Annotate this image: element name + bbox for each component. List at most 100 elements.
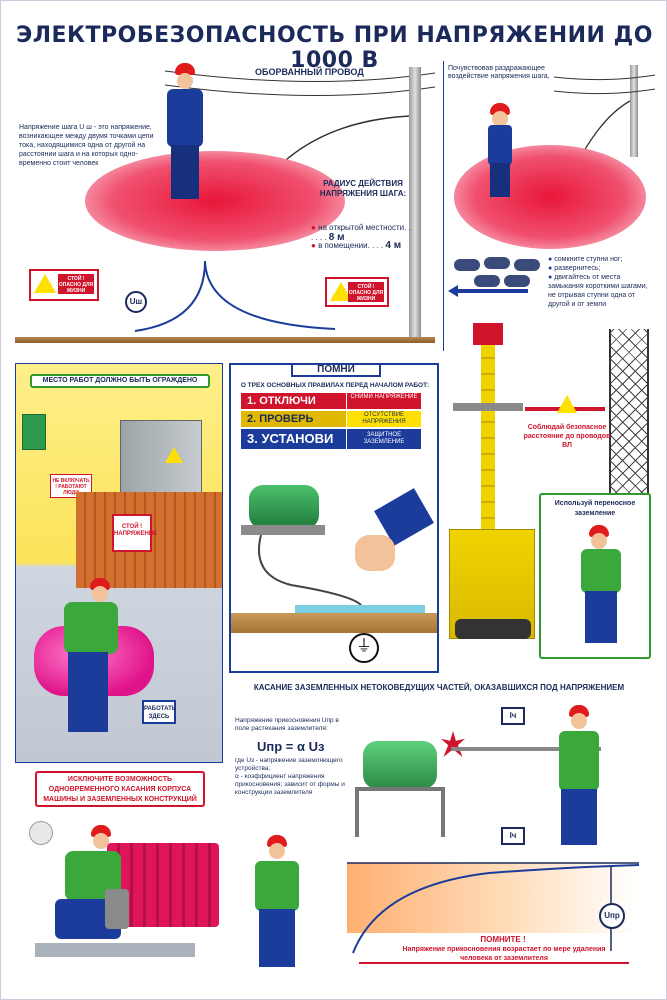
worker-body [167, 89, 203, 147]
u-step-label: Uш [125, 291, 147, 313]
fence-worker-legs [68, 652, 108, 732]
ground-worker-body [581, 549, 621, 593]
where-word: где [235, 757, 245, 764]
step-feel-tips: ● сомкните ступни ног; ● развернитесь; ●… [548, 255, 652, 309]
warning-triangle-icon [330, 282, 352, 301]
poster-title: ЭЛЕКТРОБЕЗОПАСНОСТЬ ПРИ НАПРЯЖЕНИИ ДО 10… [16, 23, 653, 73]
step-voltage-zone [85, 151, 345, 251]
drill-worker-head [93, 833, 109, 849]
fence-worker-body [64, 602, 118, 654]
alpha-definition: α - коэффициент напряжения прикосновения… [235, 773, 345, 796]
crane-arm [453, 403, 523, 411]
point-worker-body [255, 861, 299, 911]
rule-3-desc: ЗАЩИТНОЕ ЗАЗЕМЛЕНИЕ [347, 429, 421, 449]
fence-label: МЕСТО РАБОТ ДОЛЖНО БЫТЬ ОГРАЖДЕНО [30, 374, 210, 388]
footprint [514, 259, 540, 271]
power-pole [409, 67, 421, 343]
rule-2-desc: ОТСУТСТВИЕ НАПРЯЖЕНИЯ [347, 411, 421, 427]
small-worker-body [488, 125, 512, 165]
step-feel-zone [454, 145, 646, 249]
drill [105, 889, 129, 929]
right-pole [630, 65, 638, 157]
rule-2-label: 2. ПРОВЕРЬ [241, 411, 346, 427]
radius-indoor-value: 4 м [385, 240, 402, 251]
outlet-icon [29, 821, 53, 845]
ich-label-1: Iч [501, 707, 525, 725]
soil [231, 613, 437, 633]
broken-wire-header: ОБОРВАННЫЙ ПРОВОД [255, 67, 364, 77]
left-arrow-icon [448, 285, 458, 297]
high-voltage-icon [165, 447, 183, 463]
radius-open: ● на открытой местности. . . . . . 8 м [311, 223, 411, 243]
ground-worker-head [591, 533, 607, 549]
switch-box [22, 414, 46, 450]
danger-sign-text: СТОЙ ! ОПАСНО ДЛЯ ЖИЗНИ [58, 274, 94, 294]
stop-voltage-sign: СТОЙ ! НАПРЯЖЕНИЕ [112, 514, 158, 552]
ground-cable [258, 534, 362, 606]
radius-indoor: ● в помещении. . . . 4 м [311, 240, 402, 251]
carry-worker-head [571, 713, 587, 729]
rule-3: 3. УСТАНОВИ ЗАЩИТНОЕ ЗАЗЕМЛЕНИЕ [241, 429, 421, 449]
footprint [484, 257, 510, 269]
radius-open-value: 8 м [328, 232, 345, 243]
rule-1-label: 1. ОТКЛЮЧИ [241, 393, 346, 409]
small-worker-head [492, 111, 508, 127]
footprint [504, 275, 530, 287]
rule-2: 2. ПРОВЕРЬ ОТСУТСТВИЕ НАПРЯЖЕНИЯ [241, 411, 421, 427]
touch-header: КАСАНИЕ ЗАЗЕМЛЕННЫХ НЕТОКОВЕДУЩИХ ЧАСТЕЙ… [253, 683, 625, 692]
tip-3: ● двигайтесь от места замыкания коротким… [548, 274, 648, 308]
touch-formula-intro: Напряжение прикосновения Uпр в поле раст… [235, 717, 339, 732]
exclude-text: ИСКЛЮЧИТЕ ВОЗМОЖНОСТЬ ОДНОВРЕМЕННОГО КАС… [35, 771, 205, 807]
remember-subtitle: О ТРЕХ ОСНОВНЫХ ПРАВИЛАХ ПЕРЕД НАЧАЛОМ Р… [240, 382, 430, 389]
uz-definition: Uз - напряжение заземляющего устройства; [235, 757, 343, 772]
rule-1: 1. ОТКЛЮЧИ СНИМИ НАПРЯЖЕНИЕ [241, 393, 421, 409]
danger-sign-text-2: СТОЙ ! ОПАСНО ДЛЯ ЖИЗНИ [348, 282, 384, 302]
floor-plate [35, 943, 195, 957]
warning-triangle-icon [34, 274, 56, 293]
fence-worker-head [92, 586, 108, 602]
step-feel-header: Почувствовав раздражающее воздействие на… [448, 65, 550, 80]
worker-head [177, 73, 193, 89]
upr-label: Uпр [599, 903, 625, 929]
remember-touch-text: Напряжение прикосновения возрастает по м… [402, 946, 606, 962]
fence-panel: МЕСТО РАБОТ ДОЛЖНО БЫТЬ ОГРАЖДЕНО НЕ ВКЛ… [15, 363, 223, 763]
portable-ground-frame: Используй переносное заземление [539, 493, 651, 659]
rule-1-desc: СНИМИ НАПРЯЖЕНИЕ [347, 393, 421, 409]
motor-green [249, 485, 319, 529]
remember-panel: ПОМНИ О ТРЕХ ОСНОВНЫХ ПРАВИЛАХ ПЕРЕД НАЧ… [229, 363, 439, 673]
tip-2: ● развернитесь; [548, 265, 601, 272]
step-voltage-definition: Напряжение шага U ш - это напряжение, во… [19, 124, 154, 167]
point-worker-legs [259, 909, 295, 967]
crane-panel: Соблюдай безопасное расстояние до провод… [443, 319, 655, 673]
motor-stand [355, 787, 445, 837]
remember-header: ПОМНИ [291, 365, 381, 377]
exclude-panel: ИСКЛЮЧИТЕ ВОЗМОЖНОСТЬ ОДНОВРЕМЕННОГО КАС… [15, 771, 223, 983]
ground-worker-legs [585, 591, 617, 643]
carry-worker-body [559, 731, 599, 791]
radius-indoor-label: в помещении. . . . [318, 241, 384, 250]
worker-helmet [175, 63, 195, 75]
no-switch-sign-text: НЕ ВКЛЮЧАТЬ ! РАБОТАЮТ ЛЮДИ [52, 478, 90, 496]
danger-sign-left: СТОЙ ! ОПАСНО ДЛЯ ЖИЗНИ [29, 269, 99, 301]
touch-formula: Uпр = α Uз [257, 739, 325, 754]
motor-touch [363, 741, 437, 789]
touch-panel: КАСАНИЕ ЗАЗЕМЛЕННЫХ НЕТОКОВЕДУЩИХ ЧАСТЕЙ… [229, 681, 655, 983]
ground-symbol-icon: ⏚ [349, 633, 379, 663]
transmission-tower [609, 329, 649, 499]
crane-head [473, 323, 503, 345]
potential-field [347, 863, 637, 933]
step-feel-panel: Почувствовав раздражающее воздействие на… [443, 61, 655, 351]
footprints [454, 257, 546, 291]
rule-3-label: 3. УСТАНОВИ [241, 429, 346, 449]
ich-label-2: Iч [501, 827, 525, 845]
arrow-shaft [458, 289, 528, 293]
remember-touch-title: ПОМНИТЕ ! [480, 935, 526, 944]
motor-base [241, 525, 325, 535]
stop-voltage-sign-text: СТОЙ ! НАПРЯЖЕНИЕ [114, 524, 158, 537]
hand [355, 535, 395, 571]
footprint [474, 275, 500, 287]
crane-boom [481, 343, 495, 543]
point-worker-head [269, 843, 285, 859]
danger-sign-right: СТОЙ ! ОПАСНО ДЛЯ ЖИЗНИ [325, 277, 389, 307]
